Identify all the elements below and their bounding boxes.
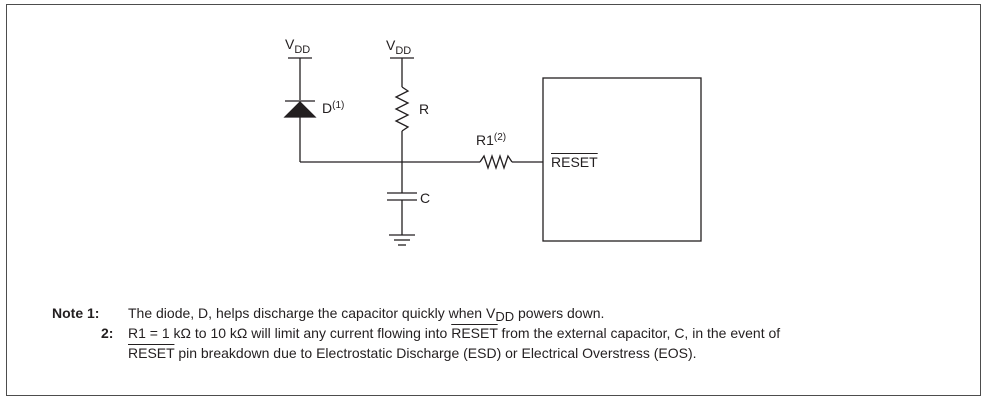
mcu-block — [542, 77, 702, 242]
reset-pin-label: RESET — [551, 154, 598, 170]
note-2-line1-before: R1 = 1 kΩ to 10 kΩ will limit any curren… — [128, 325, 452, 341]
note-1-text: The diode, D, helps discharge the capaci… — [128, 303, 604, 324]
note-2-line2-after: pin breakdown due to Electrostatic Disch… — [174, 345, 697, 361]
note-2-line-2: RESET pin breakdown due to Electrostatic… — [128, 343, 697, 363]
note-2-line1-after: from the external capacitor, C, in the e… — [497, 325, 781, 341]
capacitor-label: C — [420, 190, 431, 206]
vdd-right-sub: DD — [395, 45, 412, 57]
note-1-vdd-sub: DD — [495, 309, 515, 324]
resistor-r-symbol — [394, 86, 410, 132]
vdd-left-main: V — [285, 36, 295, 52]
vdd-right-label: VDD — [386, 37, 412, 57]
resistor-r-label: R — [419, 101, 430, 117]
note-1-before: The diode, D, helps discharge the capaci… — [128, 305, 496, 321]
note-2-line2-reset: RESET — [128, 345, 175, 361]
resistor-r1-symbol — [479, 153, 513, 171]
diode-label-sup: (1) — [332, 100, 345, 111]
vdd-right-main: V — [386, 37, 396, 53]
note-1-after: powers down. — [514, 305, 605, 321]
diode-label: D(1) — [322, 100, 344, 119]
resistor-r1-label: R1(2) — [476, 132, 506, 151]
figure-frame — [6, 4, 981, 396]
note-2-number: 2: — [101, 325, 114, 341]
diode-label-main: D — [322, 100, 333, 116]
note-2-line1-reset: RESET — [451, 325, 498, 341]
resistor-r1-main: R1 — [476, 132, 494, 148]
note-2-line-1: R1 = 1 kΩ to 10 kΩ will limit any curren… — [128, 323, 780, 343]
note-1-number: Note 1: — [52, 305, 100, 321]
diode-symbol — [283, 101, 317, 118]
vdd-left-sub: DD — [294, 44, 311, 56]
resistor-r1-sup: (2) — [493, 132, 507, 143]
vdd-left-label: VDD — [285, 36, 311, 56]
